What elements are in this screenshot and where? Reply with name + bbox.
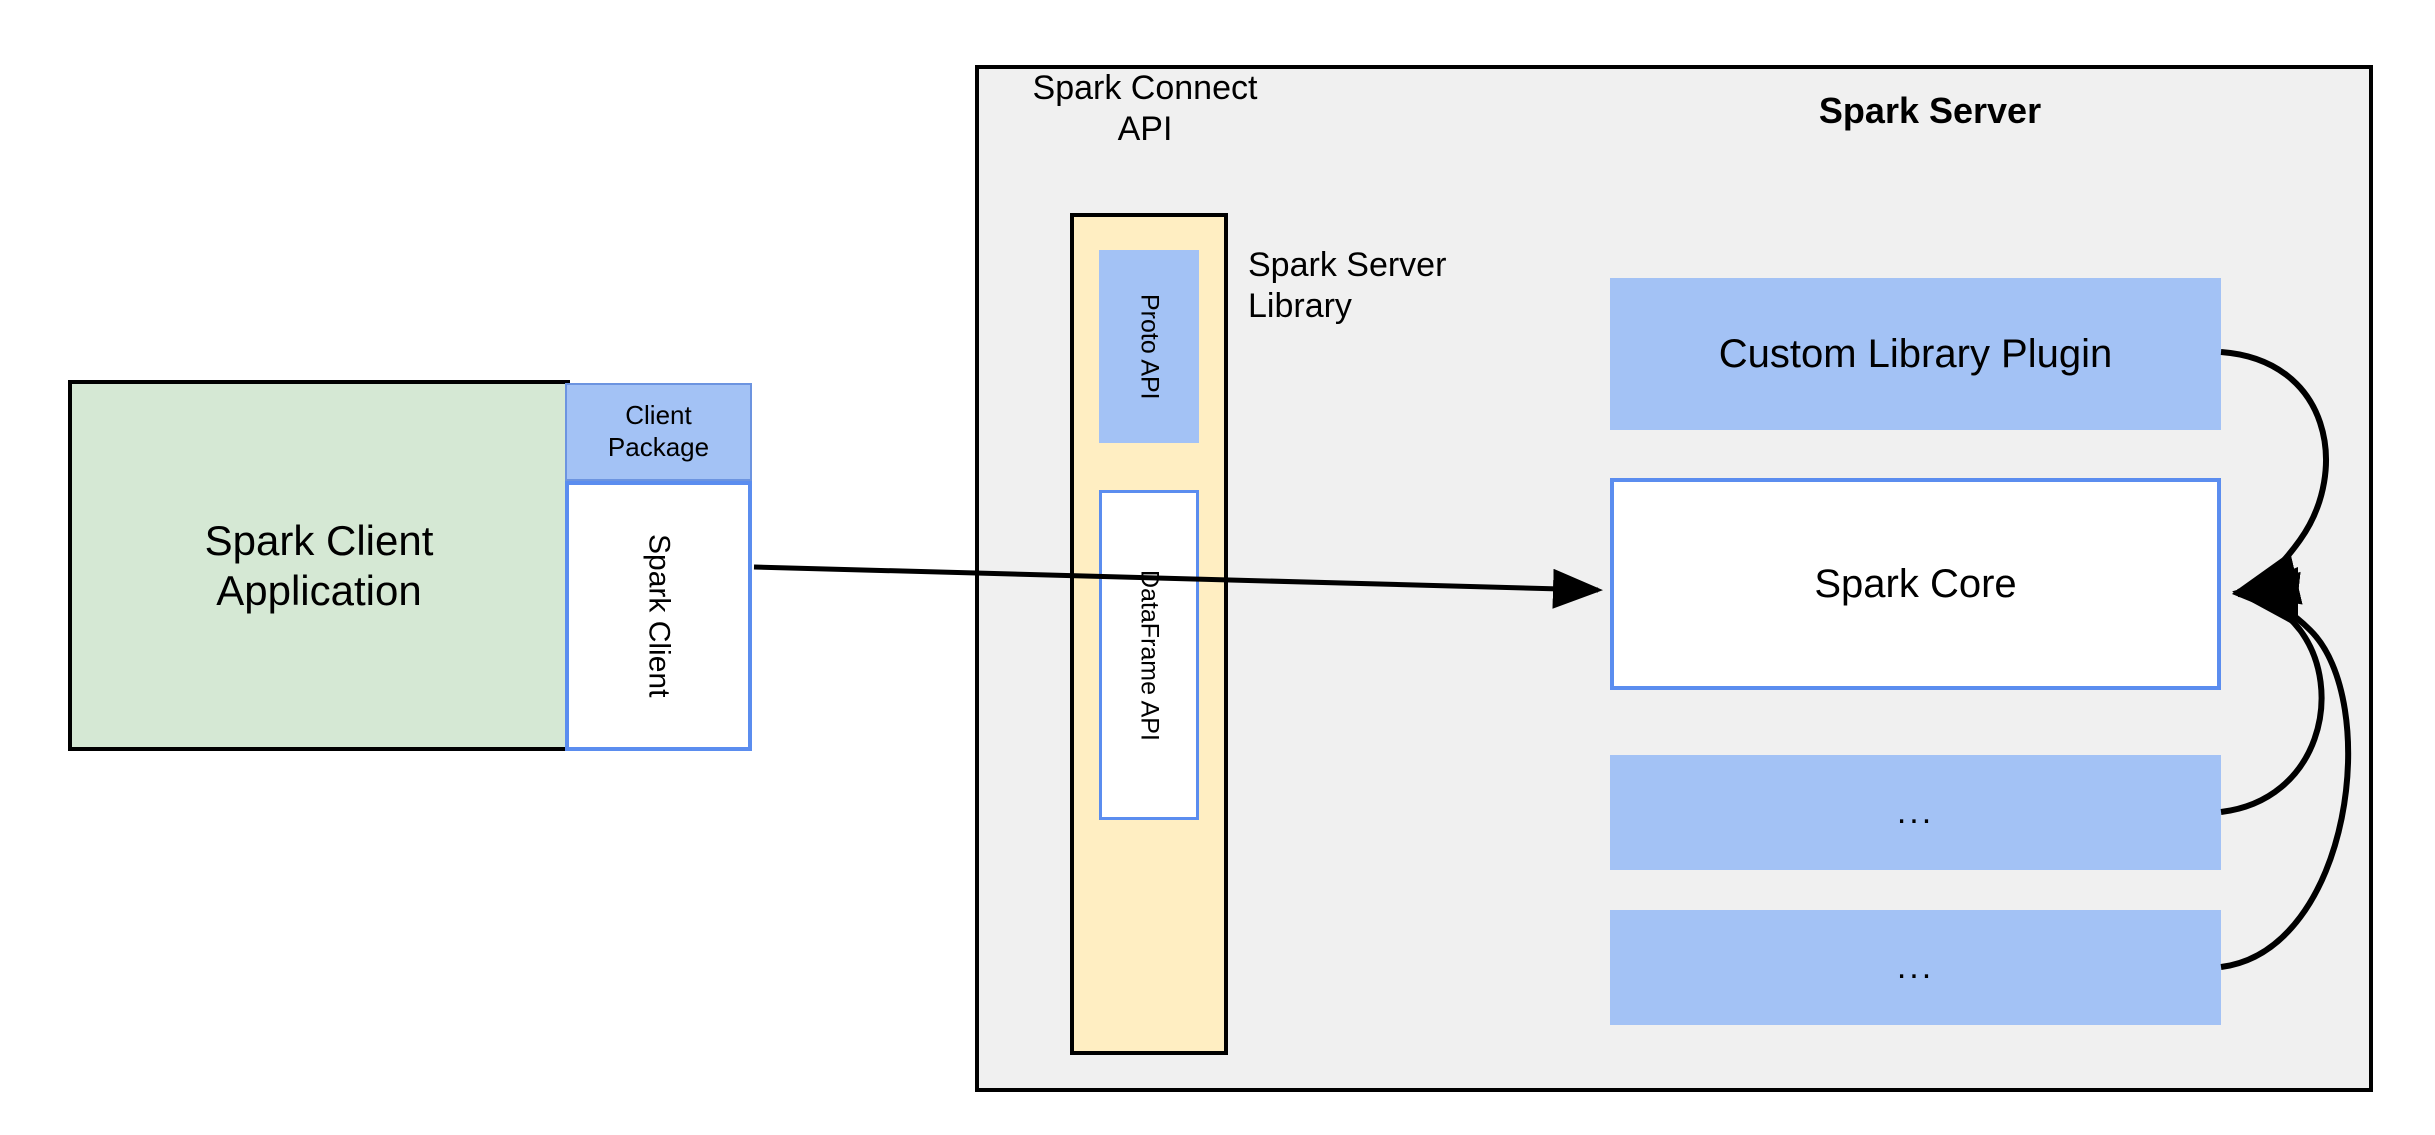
spark-client-label: Spark Client (642, 534, 676, 698)
spark-core-label: Spark Core (1814, 561, 2017, 606)
spark-client-box: Spark Client (565, 481, 752, 751)
client-package-box: Client Package (565, 383, 752, 481)
dataframe-api-box: DataFrame API (1099, 490, 1199, 820)
proto-api-label: Proto API (1135, 293, 1164, 400)
spark-connect-api-label: Spark Connect API (1032, 69, 1258, 149)
spark-client-application-box: Spark Client Application (68, 380, 570, 751)
spark-client-application-label: Spark Client Application (204, 516, 434, 614)
client-package-label: Client Package (607, 400, 710, 462)
custom-library-plugin-box: Custom Library Plugin (1610, 278, 2221, 430)
more-components-label-1: ... (1896, 793, 1935, 831)
spark-server-library-label: Spark Server Library (1248, 246, 1447, 326)
more-components-box-2: ... (1610, 910, 2221, 1025)
spark-server-title: Spark Server (1818, 90, 2042, 131)
dataframe-api-label: DataFrame API (1135, 569, 1164, 741)
spark-core-box: Spark Core (1610, 478, 2221, 690)
more-components-box-1: ... (1610, 755, 2221, 870)
proto-api-box: Proto API (1099, 250, 1199, 443)
more-components-label-2: ... (1896, 948, 1935, 986)
custom-library-plugin-label: Custom Library Plugin (1718, 331, 2113, 376)
